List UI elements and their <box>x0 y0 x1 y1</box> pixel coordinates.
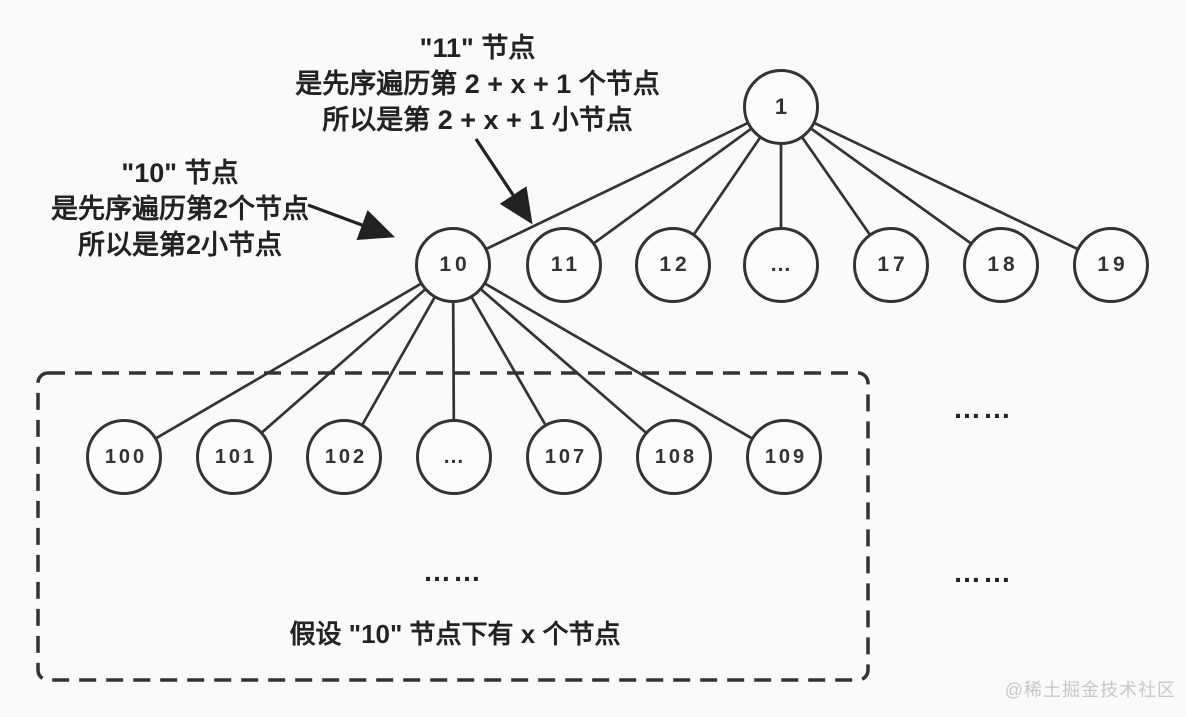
tree-node-19: 19 <box>1073 227 1149 303</box>
tree-node-102-label: 102 <box>324 445 368 468</box>
watermark: @稀土掘金技术社区 <box>1004 680 1176 700</box>
assumption-dashed-box <box>36 371 870 682</box>
tree-node-18-label: 18 <box>987 253 1019 276</box>
tree-node-ellipsis-level1: ... <box>743 227 819 303</box>
right-ellipsis-bottom: …… <box>953 557 1013 588</box>
tree-node-108-label: 108 <box>654 445 698 468</box>
annotation-node10-line1: "10" 节点 <box>121 158 239 188</box>
annotation-node10-line3: 所以是第2小节点 <box>77 230 283 260</box>
tree-node-ellipsis-level2: ... <box>416 419 492 495</box>
box-ellipsis: …… <box>423 556 483 587</box>
tree-node-109: 109 <box>746 419 822 495</box>
tree-node-101: 101 <box>196 419 272 495</box>
annotation-node11-line3: 所以是第 2 + x + 1 小节点 <box>322 105 633 135</box>
tree-node-101-label: 101 <box>214 445 258 468</box>
right-ellipsis-top: …… <box>953 393 1013 424</box>
tree-node-10: 10 <box>415 227 491 303</box>
tree-node-root: 1 <box>743 69 819 145</box>
tree-node-root-label: 1 <box>774 94 788 119</box>
tree-node-12-label: 12 <box>659 253 691 276</box>
tree-node-17-label: 17 <box>877 253 909 276</box>
tree-node-108: 108 <box>636 419 712 495</box>
arrow-to-node11 <box>474 138 533 225</box>
tree-node-109-label: 109 <box>764 445 808 468</box>
annotation-node10: "10" 节点 是先序遍历第2个节点 所以是第2小节点 <box>35 155 325 263</box>
tree-node-ellipsis-level2-label: ... <box>443 445 465 468</box>
arrow-to-node10 <box>307 203 396 241</box>
tree-node-11: 11 <box>526 227 602 303</box>
annotation-node11-line1: "11" 节点 <box>419 33 536 63</box>
tree-node-18: 18 <box>963 227 1039 303</box>
tree-node-102: 102 <box>306 419 382 495</box>
annotation-node10-line2: 是先序遍历第2个节点 <box>50 194 310 224</box>
annotation-node11: "11" 节点 是先序遍历第 2 + x + 1 个节点 所以是第 2 + x … <box>290 30 665 138</box>
tree-node-ellipsis-level1-label: ... <box>770 253 792 276</box>
tree-node-19-label: 19 <box>1097 253 1129 276</box>
tree-node-17: 17 <box>853 227 929 303</box>
tree-node-100-label: 100 <box>104 445 148 468</box>
tree-node-100: 100 <box>86 419 162 495</box>
tree-node-11-label: 11 <box>550 253 582 276</box>
box-caption: 假设 "10" 节点下有 x 个节点 <box>289 619 621 649</box>
annotation-node11-line2: 是先序遍历第 2 + x + 1 个节点 <box>295 69 660 99</box>
tree-node-107-label: 107 <box>544 445 588 468</box>
tree-node-107: 107 <box>526 419 602 495</box>
tree-node-10-label: 10 <box>439 253 471 276</box>
tree-node-12: 12 <box>635 227 711 303</box>
